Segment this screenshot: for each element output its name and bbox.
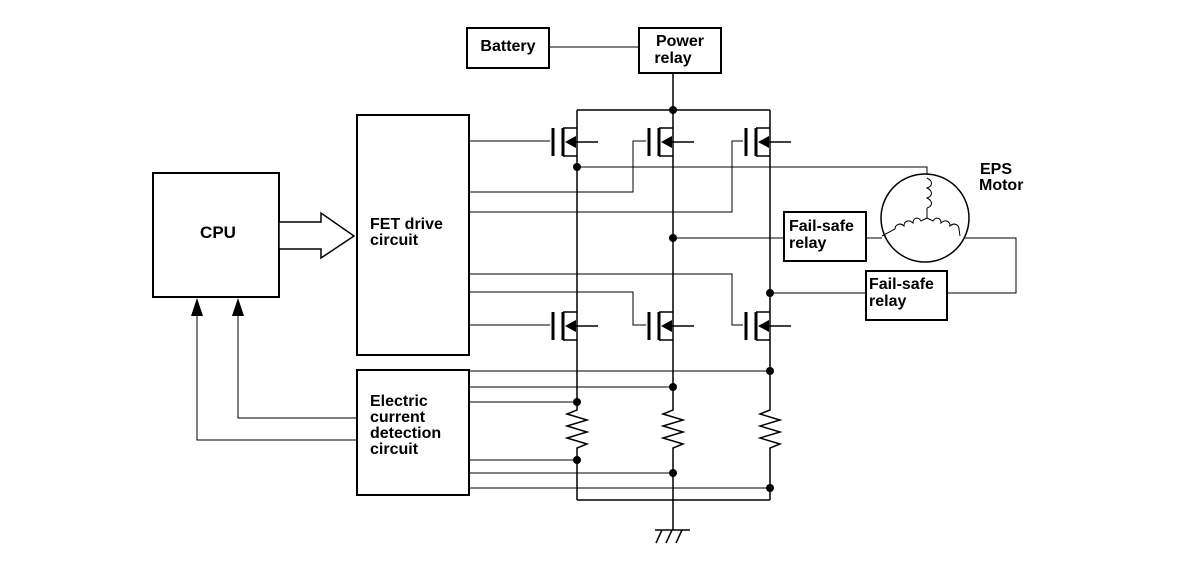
current-detection-label-line1: Electric [370,393,428,410]
fail-safe-relay-2-label-line2: relay [869,293,906,310]
fet-lower-1-icon [551,311,598,341]
fail-safe-relay-1-block: Fail-safe relay [783,211,867,262]
battery-label: Battery [480,38,535,55]
current-detection-label-line3: detection [370,425,441,442]
resistor-1-icon [564,405,590,455]
sense-wiring [469,367,774,492]
battery-block: Battery [466,27,550,69]
power-relay-label-line2: relay [654,50,691,67]
eps-motor-label-line1: EPS [980,161,1012,178]
fet-drive-block: FET drive circuit [356,114,470,356]
fail-safe-relay-2-block: Fail-safe relay [865,270,948,321]
eps-motor-icon: EPS Motor [880,161,1023,263]
power-relay-block: Power relay [638,27,722,74]
current-detection-block: Electric current detection circuit [356,369,470,496]
fet-upper-2-icon [647,127,694,157]
current-detection-label-line4: circuit [370,441,419,458]
fet-upper-3-icon [744,127,791,157]
feedback-lines [191,298,357,441]
cpu-label: CPU [200,223,236,242]
gate-wiring [469,140,743,326]
fail-safe-relay-2-label-line1: Fail-safe [869,276,934,293]
power-relay-label-line1: Power [656,33,704,50]
fet-lower-2-icon [647,311,694,341]
ground-icon [655,529,690,544]
fail-safe-relay-1-label-line2: relay [789,235,826,252]
fet-upper-1-icon [551,127,598,157]
resistor-2-icon [660,405,686,455]
eps-motor-label-line2: Motor [979,177,1023,194]
fail-safe-relay-1-label-line1: Fail-safe [789,218,854,235]
fet-drive-label-line2: circuit [370,232,419,249]
fet-drive-label-line1: FET drive [370,216,443,233]
current-detection-label-line2: current [370,409,426,426]
fet-lower-3-icon [744,311,791,341]
resistor-3-icon [757,405,783,455]
cpu-block: CPU [152,172,280,298]
cpu-to-fet-arrow [278,211,356,260]
